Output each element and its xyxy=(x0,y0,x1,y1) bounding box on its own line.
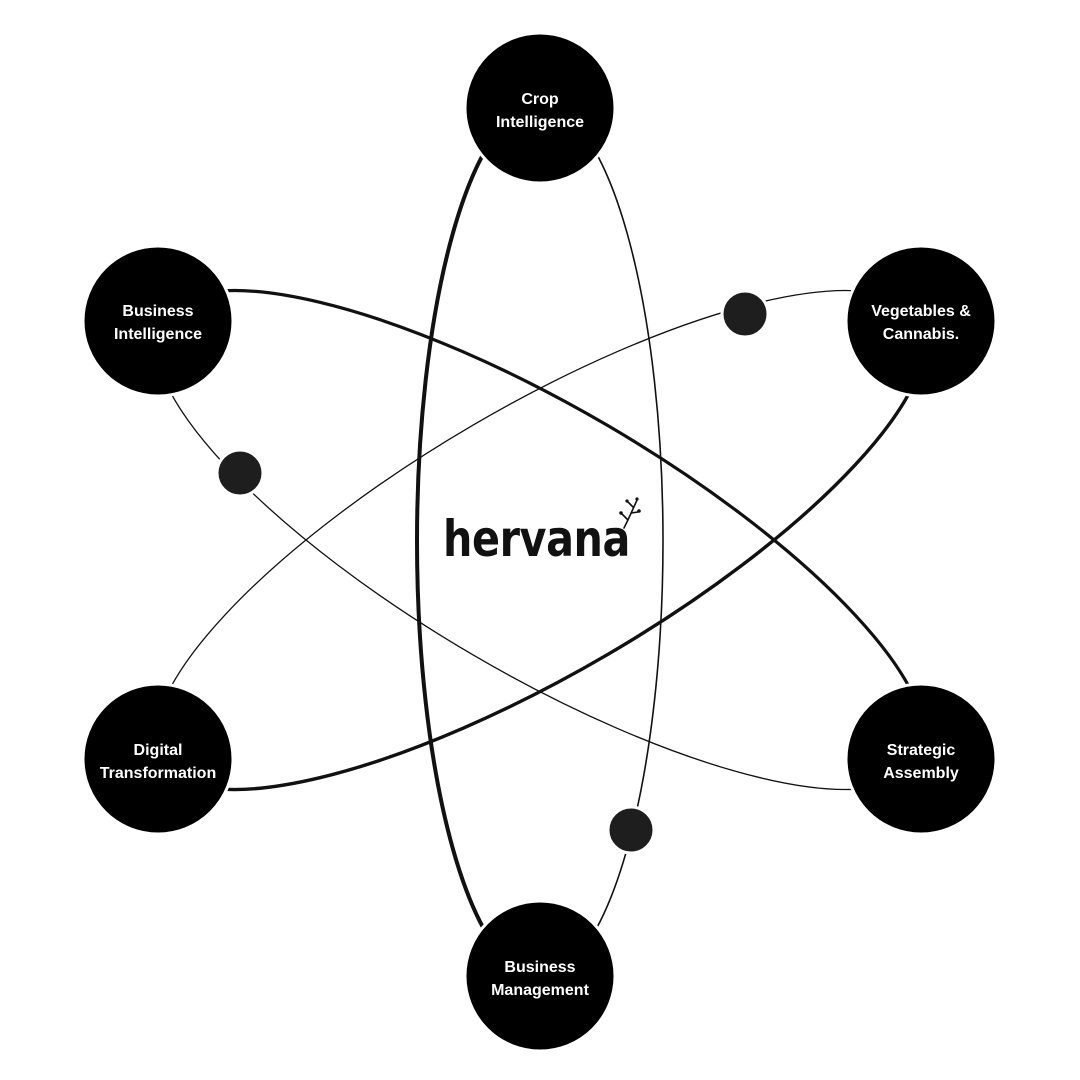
node-business-management: Business Management xyxy=(463,899,617,1053)
node-label-line-1: Vegetables & xyxy=(871,303,971,320)
node-digital-transformation: Digital Transformation xyxy=(81,682,235,836)
electron-dot xyxy=(606,805,656,855)
orbit-diagonal-a-upper xyxy=(159,288,927,763)
node-circle xyxy=(81,244,235,398)
orbit-vertical-left xyxy=(415,103,541,979)
brand-logo: hervana xyxy=(443,497,641,568)
orbit-diagonal-a-lower xyxy=(154,318,920,791)
orbit-vertical-right xyxy=(539,104,664,978)
node-label-line-2: Management xyxy=(491,982,589,999)
node-strategic-assembly: Strategic Assembly xyxy=(844,682,998,836)
orbits xyxy=(154,103,927,979)
node-label-line-1: Business xyxy=(122,303,193,320)
node-crop-intelligence: Crop Intelligence xyxy=(463,31,617,185)
node-label-line-2: Intelligence xyxy=(114,326,202,343)
node-circle xyxy=(463,899,617,1053)
node-business-intelligence: Business Intelligence xyxy=(81,244,235,398)
node-label-line-1: Business xyxy=(504,959,575,976)
node-label-line-2: Transformation xyxy=(100,765,216,782)
node-label-line-2: Intelligence xyxy=(496,114,584,131)
brand-wordmark: hervana xyxy=(443,510,630,568)
node-circle xyxy=(81,682,235,836)
orbit-diagonal-b-lower xyxy=(159,317,927,792)
orbit-diagonal-b-upper xyxy=(154,289,920,762)
node-label-line-2: Assembly xyxy=(883,765,959,782)
node-circle xyxy=(463,31,617,185)
node-label-line-1: Digital xyxy=(134,742,183,759)
node-label-line-1: Strategic xyxy=(887,742,956,759)
electron-dot xyxy=(215,448,265,498)
electron-dot xyxy=(720,289,770,339)
node-label-line-2: Cannabis. xyxy=(883,326,959,343)
node-label-line-1: Crop xyxy=(521,91,559,108)
electrons xyxy=(215,289,770,855)
sprout-icon xyxy=(619,497,641,529)
node-circle xyxy=(844,244,998,398)
node-circle xyxy=(844,682,998,836)
node-vegetables-cannabis: Vegetables & Cannabis. xyxy=(844,244,998,398)
